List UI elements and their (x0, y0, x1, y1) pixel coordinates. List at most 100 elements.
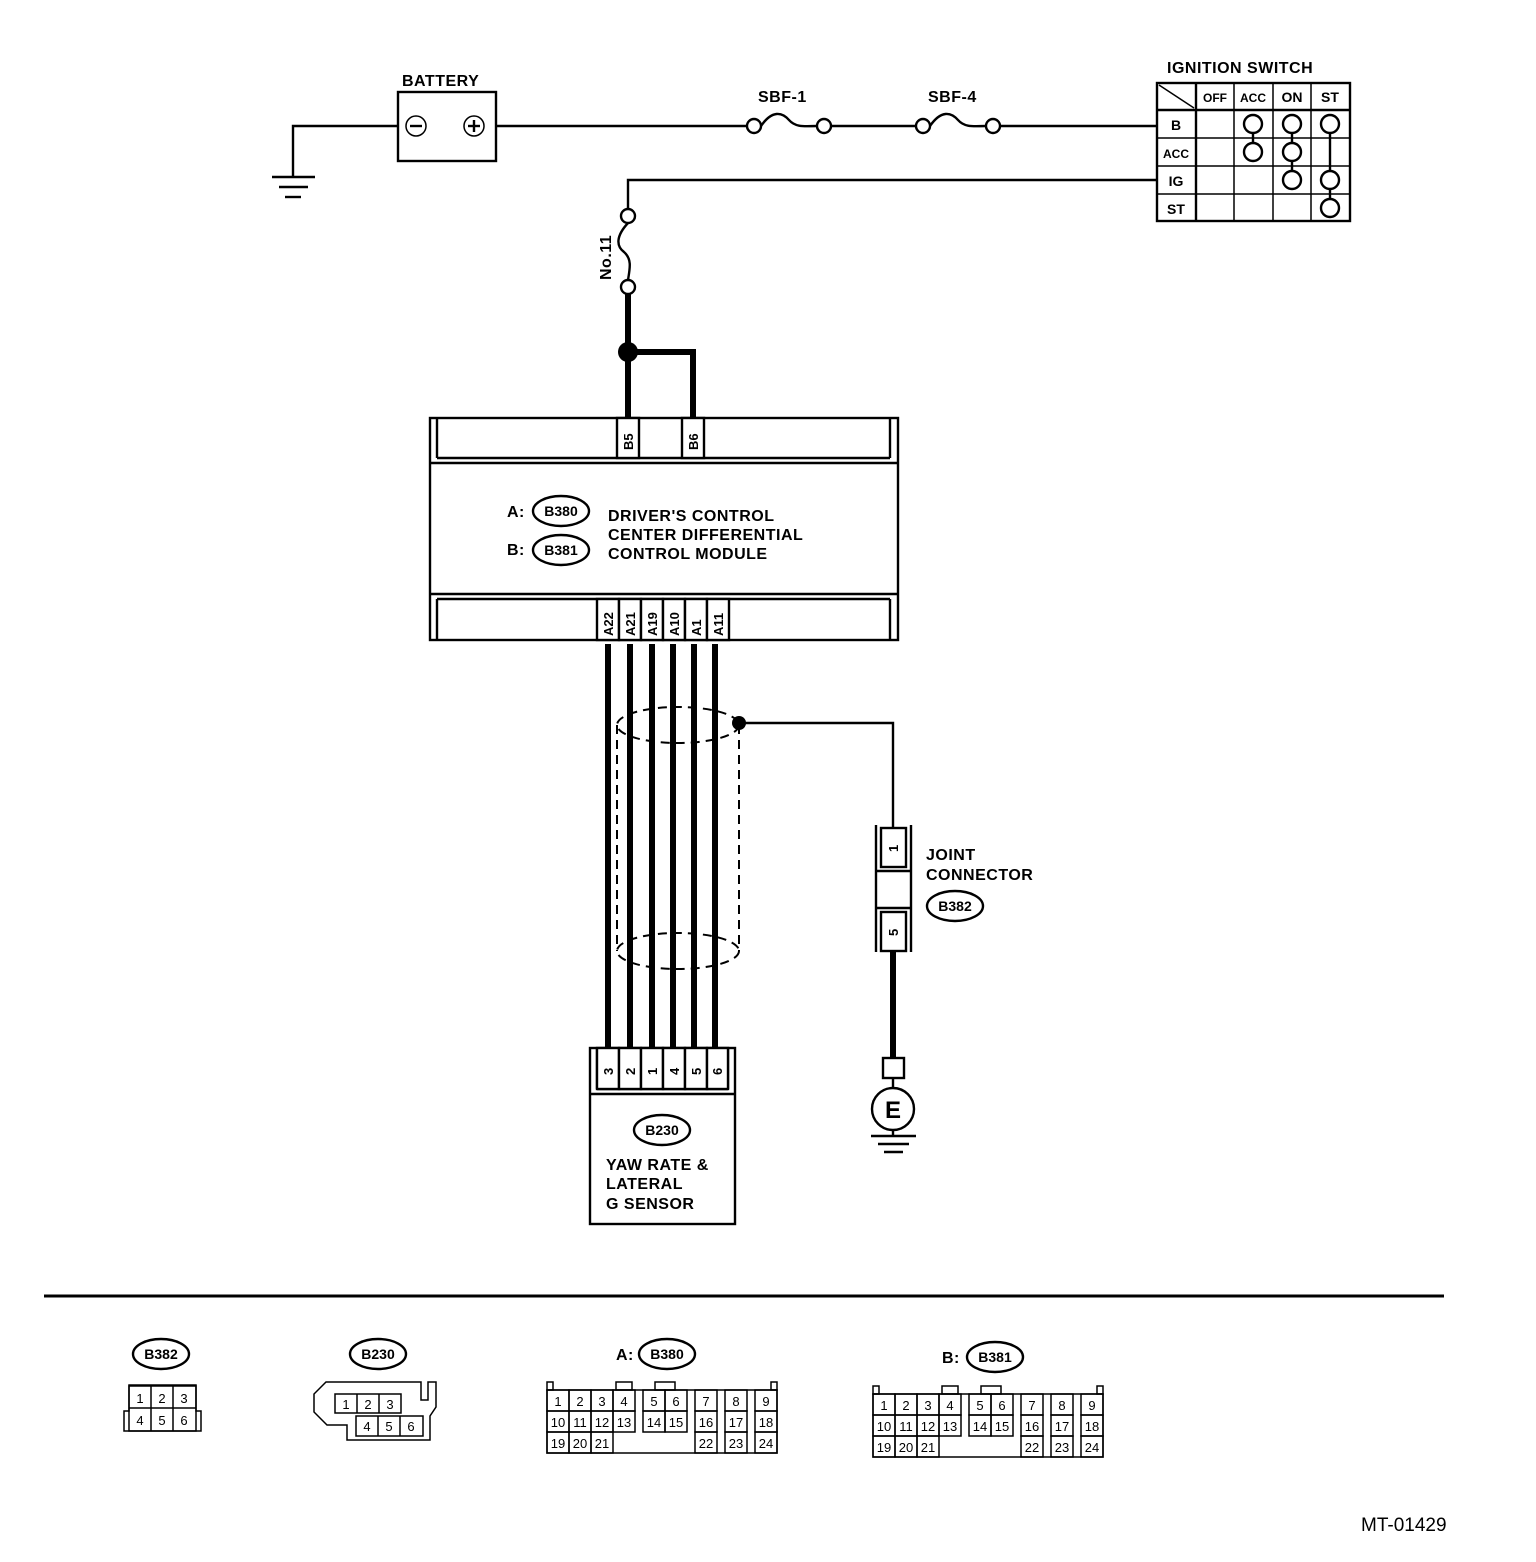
module-pin-b6: B6 (686, 433, 701, 450)
ignition-switch-title: IGNITION SWITCH (1167, 60, 1313, 77)
control-module: B5 B6 A22 A21 A19 A10 A1 A11 A: B380 B: … (428, 416, 900, 642)
connector-pin-number: 19 (551, 1436, 565, 1451)
connector-pin-number: 9 (762, 1394, 769, 1409)
sensor-code: B230 (645, 1122, 679, 1138)
connector-pin-number: 17 (1055, 1419, 1069, 1434)
fuse-sbf1-label: SBF-1 (758, 89, 807, 106)
module-pin-a22: A22 (601, 612, 616, 636)
connector-pin-number: 7 (702, 1394, 709, 1409)
joint-name-line2: CONNECTOR (926, 867, 1033, 884)
cv-b382-pin: 6 (180, 1413, 187, 1428)
connector-pin-number: 21 (595, 1436, 609, 1451)
connector-pin-number: 9 (1088, 1398, 1095, 1413)
ign-row-acc: ACC (1163, 147, 1189, 161)
module-conn-b-prefix: B: (507, 542, 525, 559)
connector-pin-number: 24 (1085, 1440, 1099, 1455)
module-pin-a19: A19 (645, 612, 660, 636)
module-conn-a-code: B380 (544, 503, 578, 519)
connector-pin-number: 15 (669, 1415, 683, 1430)
sensor-pin-1: 1 (645, 1068, 660, 1075)
cv-b230-pin: 1 (342, 1397, 349, 1412)
connector-pin-number: 13 (617, 1415, 631, 1430)
shield (616, 706, 895, 970)
connector-cell (724, 1431, 748, 1454)
connector-view-b382: B382 1 2 3 4 5 6 (123, 1337, 202, 1432)
connector-pin-number: 8 (732, 1394, 739, 1409)
connector-pin-number: 4 (620, 1394, 627, 1409)
connector-pin-number: 19 (877, 1440, 891, 1455)
ig-line (626, 178, 1157, 209)
connector-cell (590, 1431, 614, 1454)
connector-cell (612, 1410, 636, 1433)
sensor-pin-5: 5 (689, 1068, 704, 1075)
connector-cell (990, 1414, 1014, 1437)
connector-pin-number: 24 (759, 1436, 773, 1451)
cv-b382-pin: 5 (158, 1413, 165, 1428)
module-conn-b-code: B381 (544, 542, 578, 558)
connector-cell (1050, 1435, 1074, 1458)
connector-pin-number: 18 (1085, 1419, 1099, 1434)
connector-pin-number: 10 (551, 1415, 565, 1430)
connector-pin-number: 2 (576, 1394, 583, 1409)
connector-pin-number: 3 (598, 1394, 605, 1409)
connector-pin-number: 11 (573, 1415, 587, 1430)
module-name-line3: CONTROL MODULE (608, 546, 768, 563)
ign-contacts (1242, 113, 1341, 219)
connector-pin-number: 6 (998, 1398, 1005, 1413)
sensor-name-line3: G SENSOR (606, 1196, 694, 1213)
connector-pin-number: 8 (1058, 1398, 1065, 1413)
connector-cell (1020, 1435, 1044, 1458)
sensor-pin-6: 6 (710, 1068, 725, 1075)
cv-b382-pin: 2 (158, 1391, 165, 1406)
connector-pin-number: 23 (729, 1436, 743, 1451)
battery: BATTERY (396, 73, 498, 163)
module-name-line2: CENTER DIFFERENTIAL (608, 527, 803, 544)
connector-cell (938, 1414, 962, 1437)
connector-pin-number: 1 (554, 1394, 561, 1409)
battery-label: BATTERY (402, 73, 479, 90)
connector-cell (754, 1431, 778, 1454)
cv-b382-pin: 1 (136, 1391, 143, 1406)
connector-pin-number: 22 (699, 1436, 713, 1451)
connector-pin-number: 6 (672, 1394, 679, 1409)
connector-pin-number: 14 (973, 1419, 987, 1434)
ign-row-ig: IG (1169, 173, 1184, 189)
connector-pin-number: 7 (1028, 1398, 1035, 1413)
connector-pin-number: 20 (899, 1440, 913, 1455)
cv-b382-pin: 4 (136, 1413, 143, 1428)
figure-id: MT-01429 (1361, 1515, 1447, 1536)
fuse-sbf4-label: SBF-4 (928, 89, 977, 106)
connector-view-b230: B230 1 2 3 4 5 6 (313, 1337, 437, 1441)
cv-b382-code: B382 (144, 1346, 178, 1362)
module-pin-a10: A10 (667, 612, 682, 636)
ign-col-on: ON (1282, 89, 1303, 105)
ignition-switch: IGNITION SWITCH OFF ACC ON ST B ACC IG S… (1155, 60, 1352, 223)
connector-pin-number: 18 (759, 1415, 773, 1430)
cv-b381-prefix: B: (942, 1350, 960, 1367)
yaw-rate-sensor: 3 2 1 4 5 6 B230 YAW RATE & LATERAL G SE… (588, 1046, 737, 1226)
sensor-pin-2: 2 (623, 1068, 638, 1075)
connector-pin-number: 21 (921, 1440, 935, 1455)
connector-pin-number: 10 (877, 1419, 891, 1434)
connector-cell (1080, 1435, 1104, 1458)
module-name-line1: DRIVER'S CONTROL (608, 508, 774, 525)
cv-b230-pin: 3 (386, 1397, 393, 1412)
ign-col-st: ST (1321, 89, 1339, 105)
ign-col-off: OFF (1203, 91, 1227, 105)
connector-pin-number: 16 (1025, 1419, 1039, 1434)
connector-pin-number: 14 (647, 1415, 661, 1430)
module-power-wires (618, 294, 696, 418)
sensor-pin-4: 4 (667, 1067, 682, 1075)
cv-b380-code: B380 (650, 1346, 684, 1362)
connector-pin-number: 12 (595, 1415, 609, 1430)
connector-cell (694, 1431, 718, 1454)
cv-b381-code: B381 (978, 1349, 1012, 1365)
sensor-pins: 3 2 1 4 5 6 (595, 1046, 730, 1091)
joint-pin-5: 5 (886, 929, 901, 936)
connector-cell (664, 1410, 688, 1433)
